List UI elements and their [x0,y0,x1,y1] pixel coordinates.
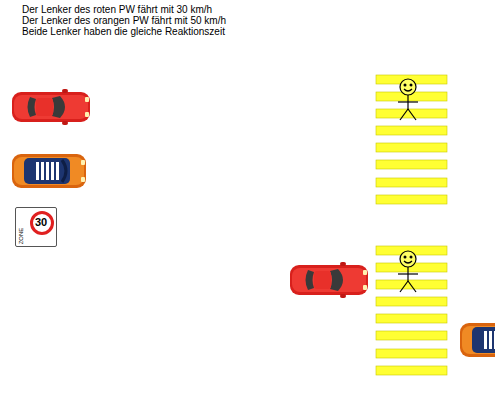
zone-text: ZONE [18,227,24,244]
zone-sign: 30ZONE [15,207,57,247]
red-car [290,262,368,298]
crosswalk [376,246,447,375]
note-text: Beide Lenker haben die gleiche Reaktions… [22,26,225,37]
crosswalk [376,75,447,204]
speed-number: 30 [35,217,47,228]
red-car [12,89,90,125]
note-text: Der Lenker des roten PW fährt mit 30 km/… [22,4,212,15]
orange-car [460,323,495,357]
pedestrian [398,251,418,292]
note-text: Der Lenker des orangen PW fährt mit 50 k… [22,15,226,26]
orange-car [12,154,86,188]
speed-ring [32,213,53,234]
pedestrian [398,79,418,120]
